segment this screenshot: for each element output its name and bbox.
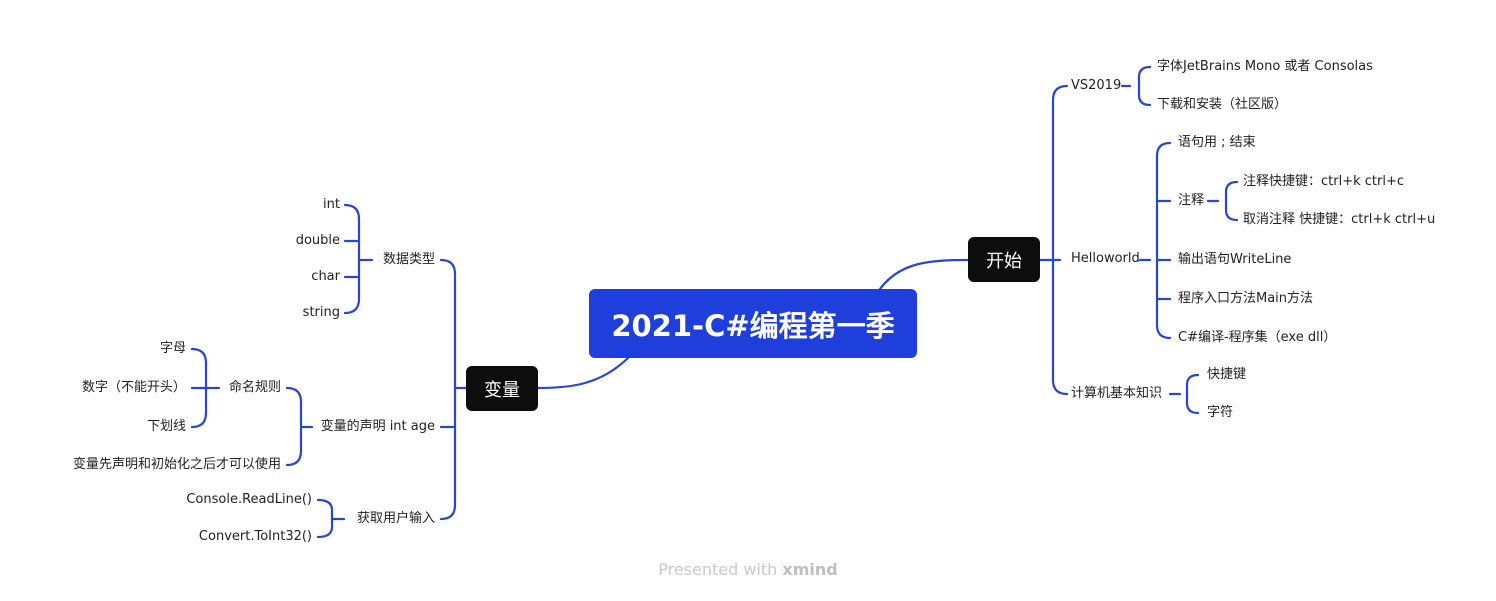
topic-main-entry[interactable]: 程序入口方法Main方法 [1178, 291, 1314, 306]
watermark-prefix: Presented with [658, 560, 778, 579]
topic-type-int[interactable]: int [323, 197, 340, 212]
xmind-watermark: Presented with xmind [0, 560, 1496, 579]
topic-comment[interactable]: 注释 [1178, 193, 1205, 208]
topic-font[interactable]: 字体JetBrains Mono 或者 Consolas [1157, 59, 1373, 74]
topic-naming-rules[interactable]: 命名规则 [228, 380, 281, 395]
topic-console-readline[interactable]: Console.ReadLine() [186, 492, 312, 507]
topic-declaration[interactable]: 变量的声明 int age [320, 419, 435, 434]
topic-computer-basics[interactable]: 计算机基本知识 [1071, 386, 1163, 401]
topic-convert-toint32[interactable]: Convert.ToInt32() [198, 529, 312, 544]
topic-download-install[interactable]: 下载和安装（社区版） [1157, 97, 1288, 112]
central-topic[interactable]: 2021-C#编程第一季 [589, 289, 917, 358]
topic-naming-underscore[interactable]: 下划线 [146, 419, 186, 434]
topic-type-char[interactable]: char [311, 269, 340, 284]
topic-data-types[interactable]: 数据类型 [382, 252, 435, 267]
topic-comment-shortcut[interactable]: 注释快捷键：ctrl+k ctrl+c [1243, 174, 1404, 189]
topic-naming-digits[interactable]: 数字（不能开头） [81, 380, 186, 395]
topic-type-string[interactable]: string [302, 305, 340, 320]
topic-compile[interactable]: C#编译-程序集（exe dll） [1178, 330, 1337, 345]
topic-uncomment-shortcut[interactable]: 取消注释 快捷键：ctrl+k ctrl+u [1243, 212, 1436, 227]
topic-user-input[interactable]: 获取用户输入 [356, 511, 435, 526]
topic-vs2019[interactable]: VS2019 [1071, 78, 1122, 93]
topic-writeline[interactable]: 输出语句WriteLine [1178, 252, 1292, 267]
xmind-logo-text: xmind [782, 560, 838, 579]
topic-statement-end[interactable]: 语句用 ; 结束 [1178, 135, 1256, 150]
topic-helloworld[interactable]: Helloworld [1071, 251, 1140, 266]
branch-variable[interactable]: 变量 [466, 366, 538, 411]
branch-start[interactable]: 开始 [968, 237, 1040, 282]
topic-characters[interactable]: 字符 [1207, 405, 1234, 420]
topic-naming-letters[interactable]: 字母 [159, 341, 186, 356]
topic-shortcuts[interactable]: 快捷键 [1207, 367, 1247, 382]
topic-init-rule[interactable]: 变量先声明和初始化之后才可以使用 [72, 457, 281, 472]
topic-type-double[interactable]: double [295, 233, 340, 248]
